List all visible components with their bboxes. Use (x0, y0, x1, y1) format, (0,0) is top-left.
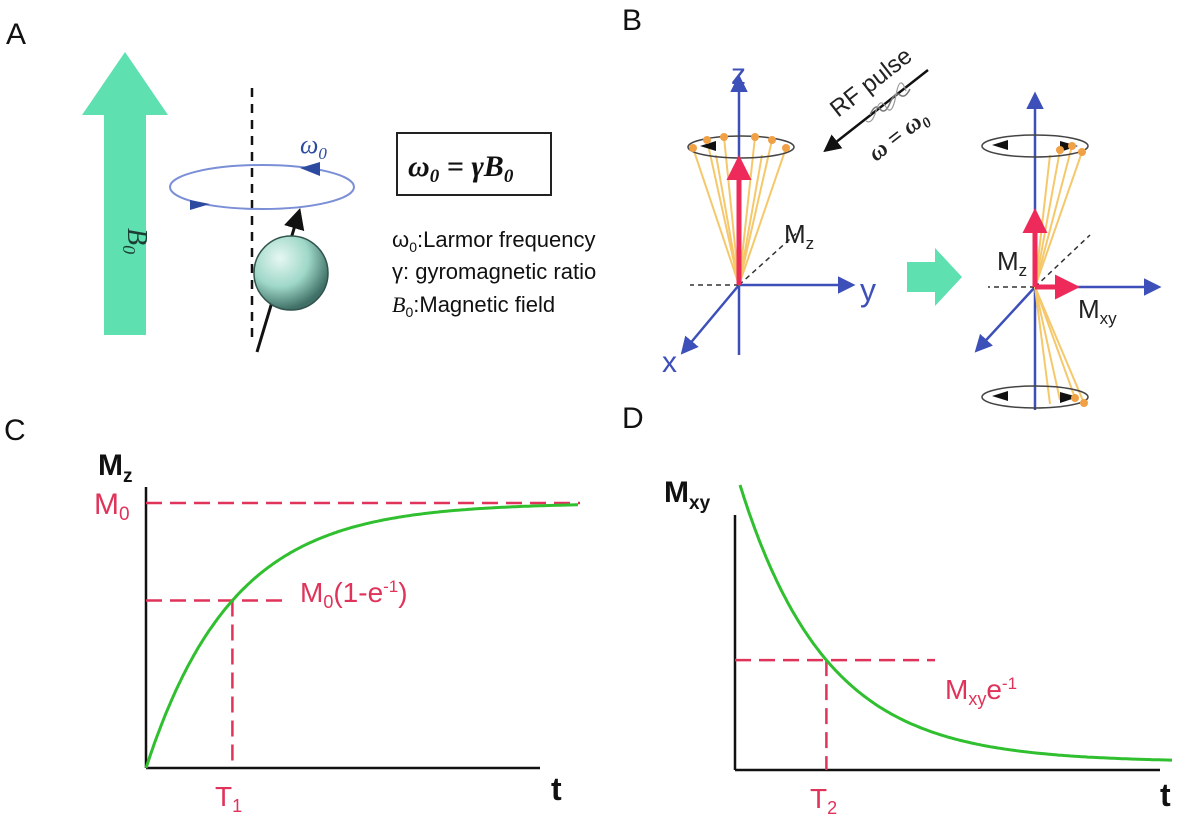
x-axis (680, 284, 740, 355)
axis-label-y: y (860, 272, 876, 308)
right-coordinate-frame (974, 91, 1162, 410)
chart-t2-decay (733, 484, 1172, 772)
panel-label-b: B (622, 4, 642, 37)
rf-pulse-group (823, 69, 929, 153)
orbit-arrow-icon (300, 162, 320, 176)
mxy-label: Mxy (1078, 294, 1117, 328)
c-y-axis-label: Mz (98, 449, 133, 487)
panel-label-c: C (4, 414, 26, 447)
orbit-arrow-icon (190, 200, 210, 210)
axis-label-x: x (662, 346, 677, 379)
larmor-equation: ω0 = γB0 (408, 150, 514, 187)
omega-label: ω0 (300, 130, 327, 163)
d-x-axis-label: t (1160, 777, 1171, 813)
legend-magnetic-field: B0:Magnetic field (392, 292, 555, 320)
c-level-label: M0(1-e-1) (300, 577, 408, 612)
d-time-label: T2 (810, 783, 837, 818)
d-y-axis-label: Mxy (664, 476, 711, 514)
mz-label: Mz (784, 219, 814, 253)
c-asymptote-label: M0 (94, 488, 130, 525)
left-coordinate-frame (680, 74, 856, 355)
chart-t1-recovery (144, 487, 580, 770)
b0-field-label: B0 (119, 228, 152, 254)
larmor-equation-box (396, 132, 552, 196)
spin-sphere (253, 235, 329, 311)
legend-gyromagnetic-ratio: γ: gyromagnetic ratio (392, 259, 596, 284)
mz-label-right: Mz (997, 246, 1027, 280)
transition-arrow (907, 248, 962, 306)
rf-omega-condition: ω = ω0 (864, 104, 936, 169)
d-decay-curve (738, 484, 1172, 762)
b0-field-arrow (82, 52, 168, 335)
c-recovery-curve (144, 503, 578, 769)
rf-pulse-label: RF pulse (825, 42, 917, 122)
d-level-label: Mxye-1 (945, 674, 1017, 709)
legend-larmor-frequency: ω0:Larmor frequency (392, 227, 596, 255)
c-time-label: T1 (215, 781, 242, 816)
precession-orbit (169, 164, 355, 210)
c-x-axis-label: t (551, 771, 562, 807)
panel-label-a: A (6, 18, 26, 51)
rf-pulse-arrow (823, 69, 929, 153)
axis-label-z: z (731, 58, 746, 91)
panel-label-d: D (622, 402, 644, 435)
